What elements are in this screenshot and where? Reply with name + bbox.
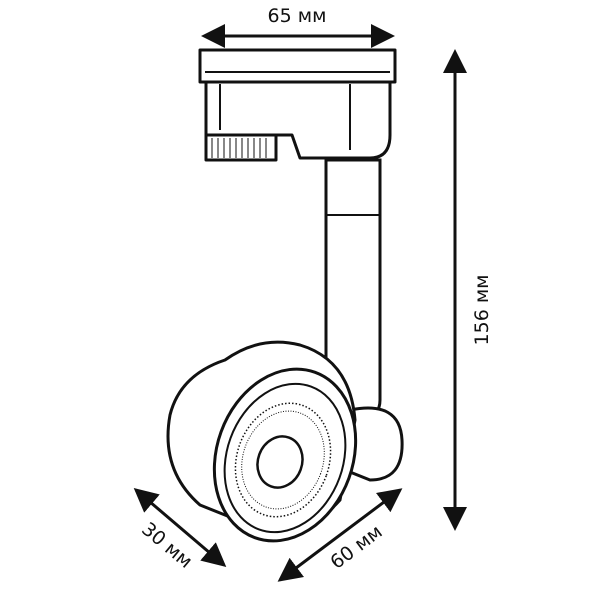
width-label: 65 мм (268, 5, 327, 27)
height-label: 156 мм (471, 275, 493, 346)
stem (324, 158, 404, 482)
diameter-label: 60 мм (326, 521, 386, 574)
track-adapter (198, 48, 397, 162)
ribbed-connector (211, 138, 267, 158)
depth-label: 30 мм (137, 518, 196, 573)
diameter-arrow (277, 488, 403, 582)
depth-arrow (133, 488, 227, 567)
lamp-head (166, 340, 358, 543)
